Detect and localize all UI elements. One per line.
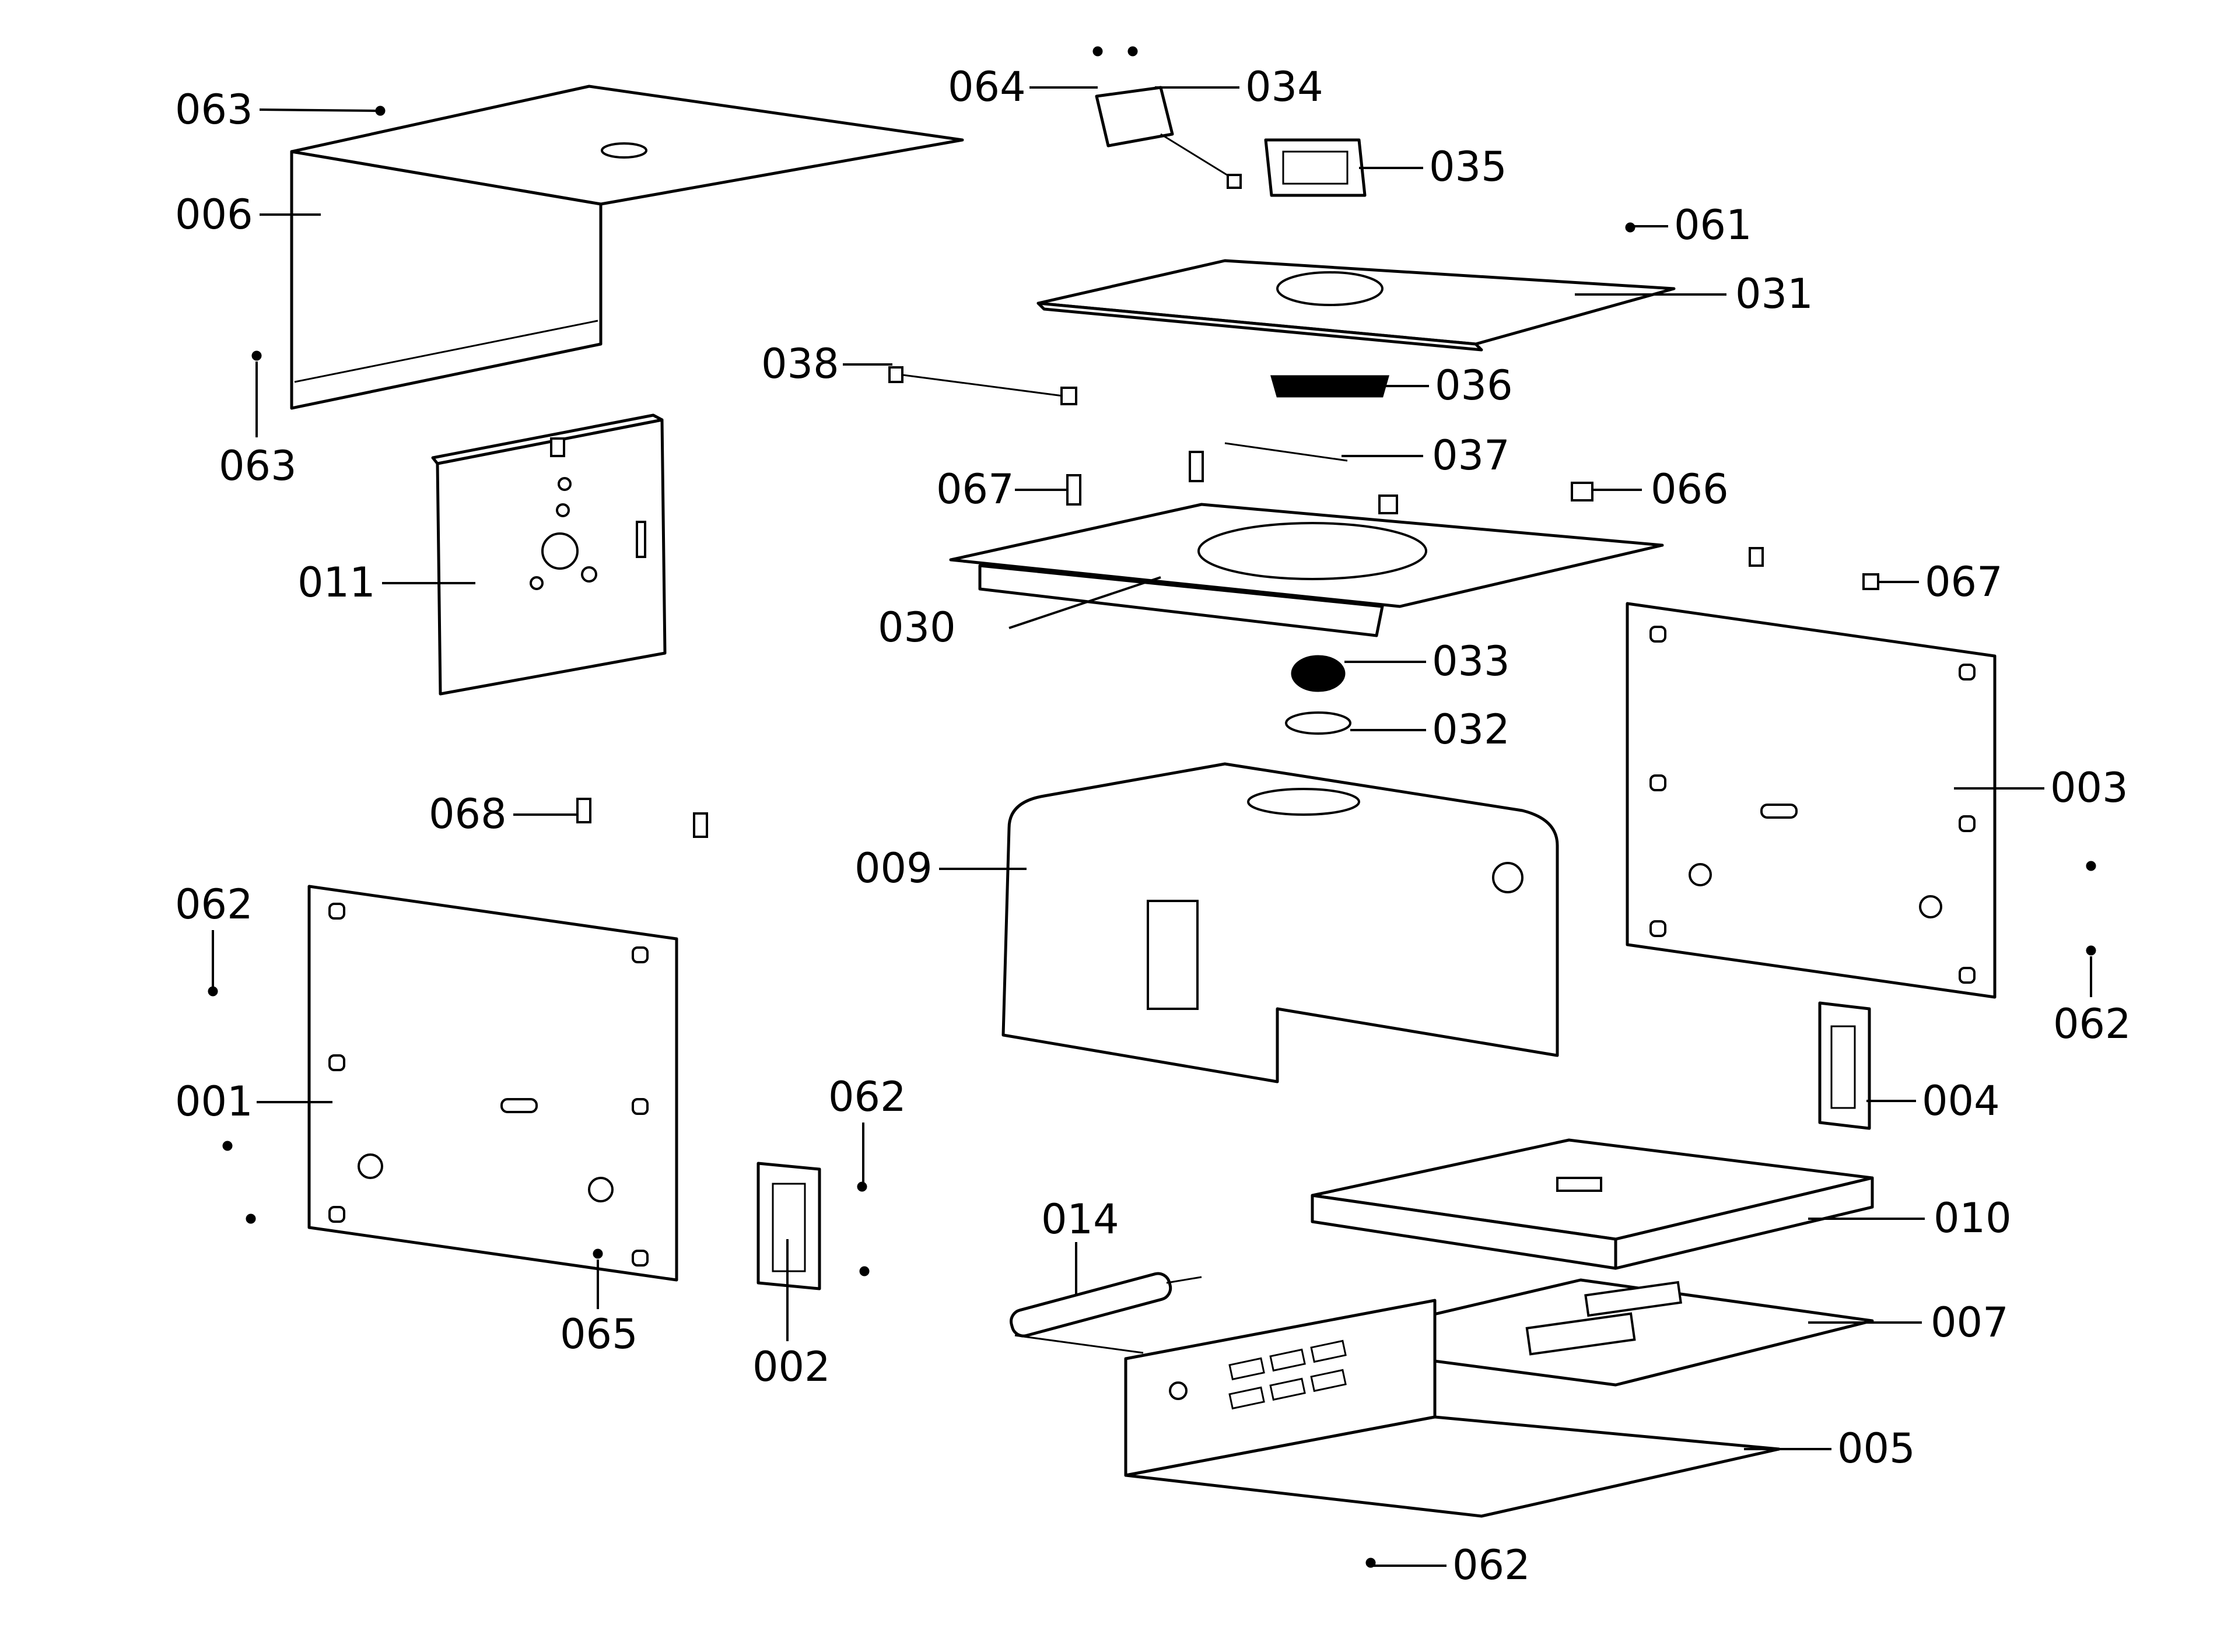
part-035-motor <box>1264 138 1367 197</box>
part-036-fan <box>1270 375 1389 398</box>
label-062-middle: 062 <box>828 1073 906 1121</box>
label-063-lower: 063 <box>219 442 297 490</box>
label-032: 032 <box>1432 706 1510 753</box>
label-006: 006 <box>175 191 253 238</box>
part-001-left-side-panel <box>307 885 678 1282</box>
part-014-heating-element <box>1010 1272 1202 1354</box>
label-062-right: 062 <box>2053 1000 2131 1048</box>
screws <box>208 46 2096 1568</box>
label-010: 010 <box>1934 1194 2012 1242</box>
part-031-upper-plate <box>1036 259 1676 352</box>
part-034-switch <box>1095 86 1242 189</box>
part-010-insulation-mat <box>1311 1138 1874 1270</box>
label-002: 002 <box>752 1343 831 1391</box>
label-031: 031 <box>1735 270 1813 318</box>
label-065: 065 <box>560 1310 638 1358</box>
leader-lines <box>212 86 2092 1567</box>
label-034: 034 <box>1245 63 1323 111</box>
label-036: 036 <box>1435 362 1513 409</box>
part-005-base-tray <box>1124 1299 1781 1518</box>
label-037: 037 <box>1432 432 1510 479</box>
part-030-mid-plate <box>949 503 1664 637</box>
label-067-left: 067 <box>936 465 1014 513</box>
part-011-insulation-block <box>431 413 667 696</box>
part-009-cavity-housing <box>1001 762 1559 1083</box>
clip-parts <box>576 451 1879 838</box>
label-067-right: 067 <box>1925 558 2003 606</box>
label-003: 003 <box>2050 764 2128 812</box>
label-033: 033 <box>1432 637 1510 685</box>
part-007-bottom-plate <box>1305 1278 1874 1387</box>
part-003-right-side-panel <box>1626 602 1997 999</box>
part-032-washer <box>1285 711 1351 735</box>
label-063: 063 <box>175 86 253 134</box>
label-066: 066 <box>1651 465 1729 513</box>
label-014: 014 <box>1041 1195 1119 1243</box>
label-011: 011 <box>297 559 376 606</box>
label-001: 001 <box>175 1078 253 1125</box>
label-038: 038 <box>761 340 839 388</box>
part-004-bracket <box>1818 1001 1871 1130</box>
part-038-cable <box>888 366 1077 405</box>
label-035: 035 <box>1429 143 1507 191</box>
label-062-bottom: 062 <box>1452 1541 1530 1589</box>
label-004: 004 <box>1922 1077 2000 1125</box>
label-064: 064 <box>948 63 1026 111</box>
label-007: 007 <box>1931 1299 2009 1346</box>
label-068: 068 <box>429 790 507 838</box>
label-062-left: 062 <box>175 881 253 928</box>
part-033-coil <box>1291 655 1346 692</box>
label-009: 009 <box>854 844 933 892</box>
label-030: 030 <box>878 604 956 651</box>
label-061: 061 <box>1674 201 1752 249</box>
part-037-sensor <box>1224 442 1348 462</box>
part-006-top-cover <box>290 85 964 410</box>
label-005: 005 <box>1837 1425 1915 1472</box>
part-002-bracket <box>756 1162 821 1290</box>
